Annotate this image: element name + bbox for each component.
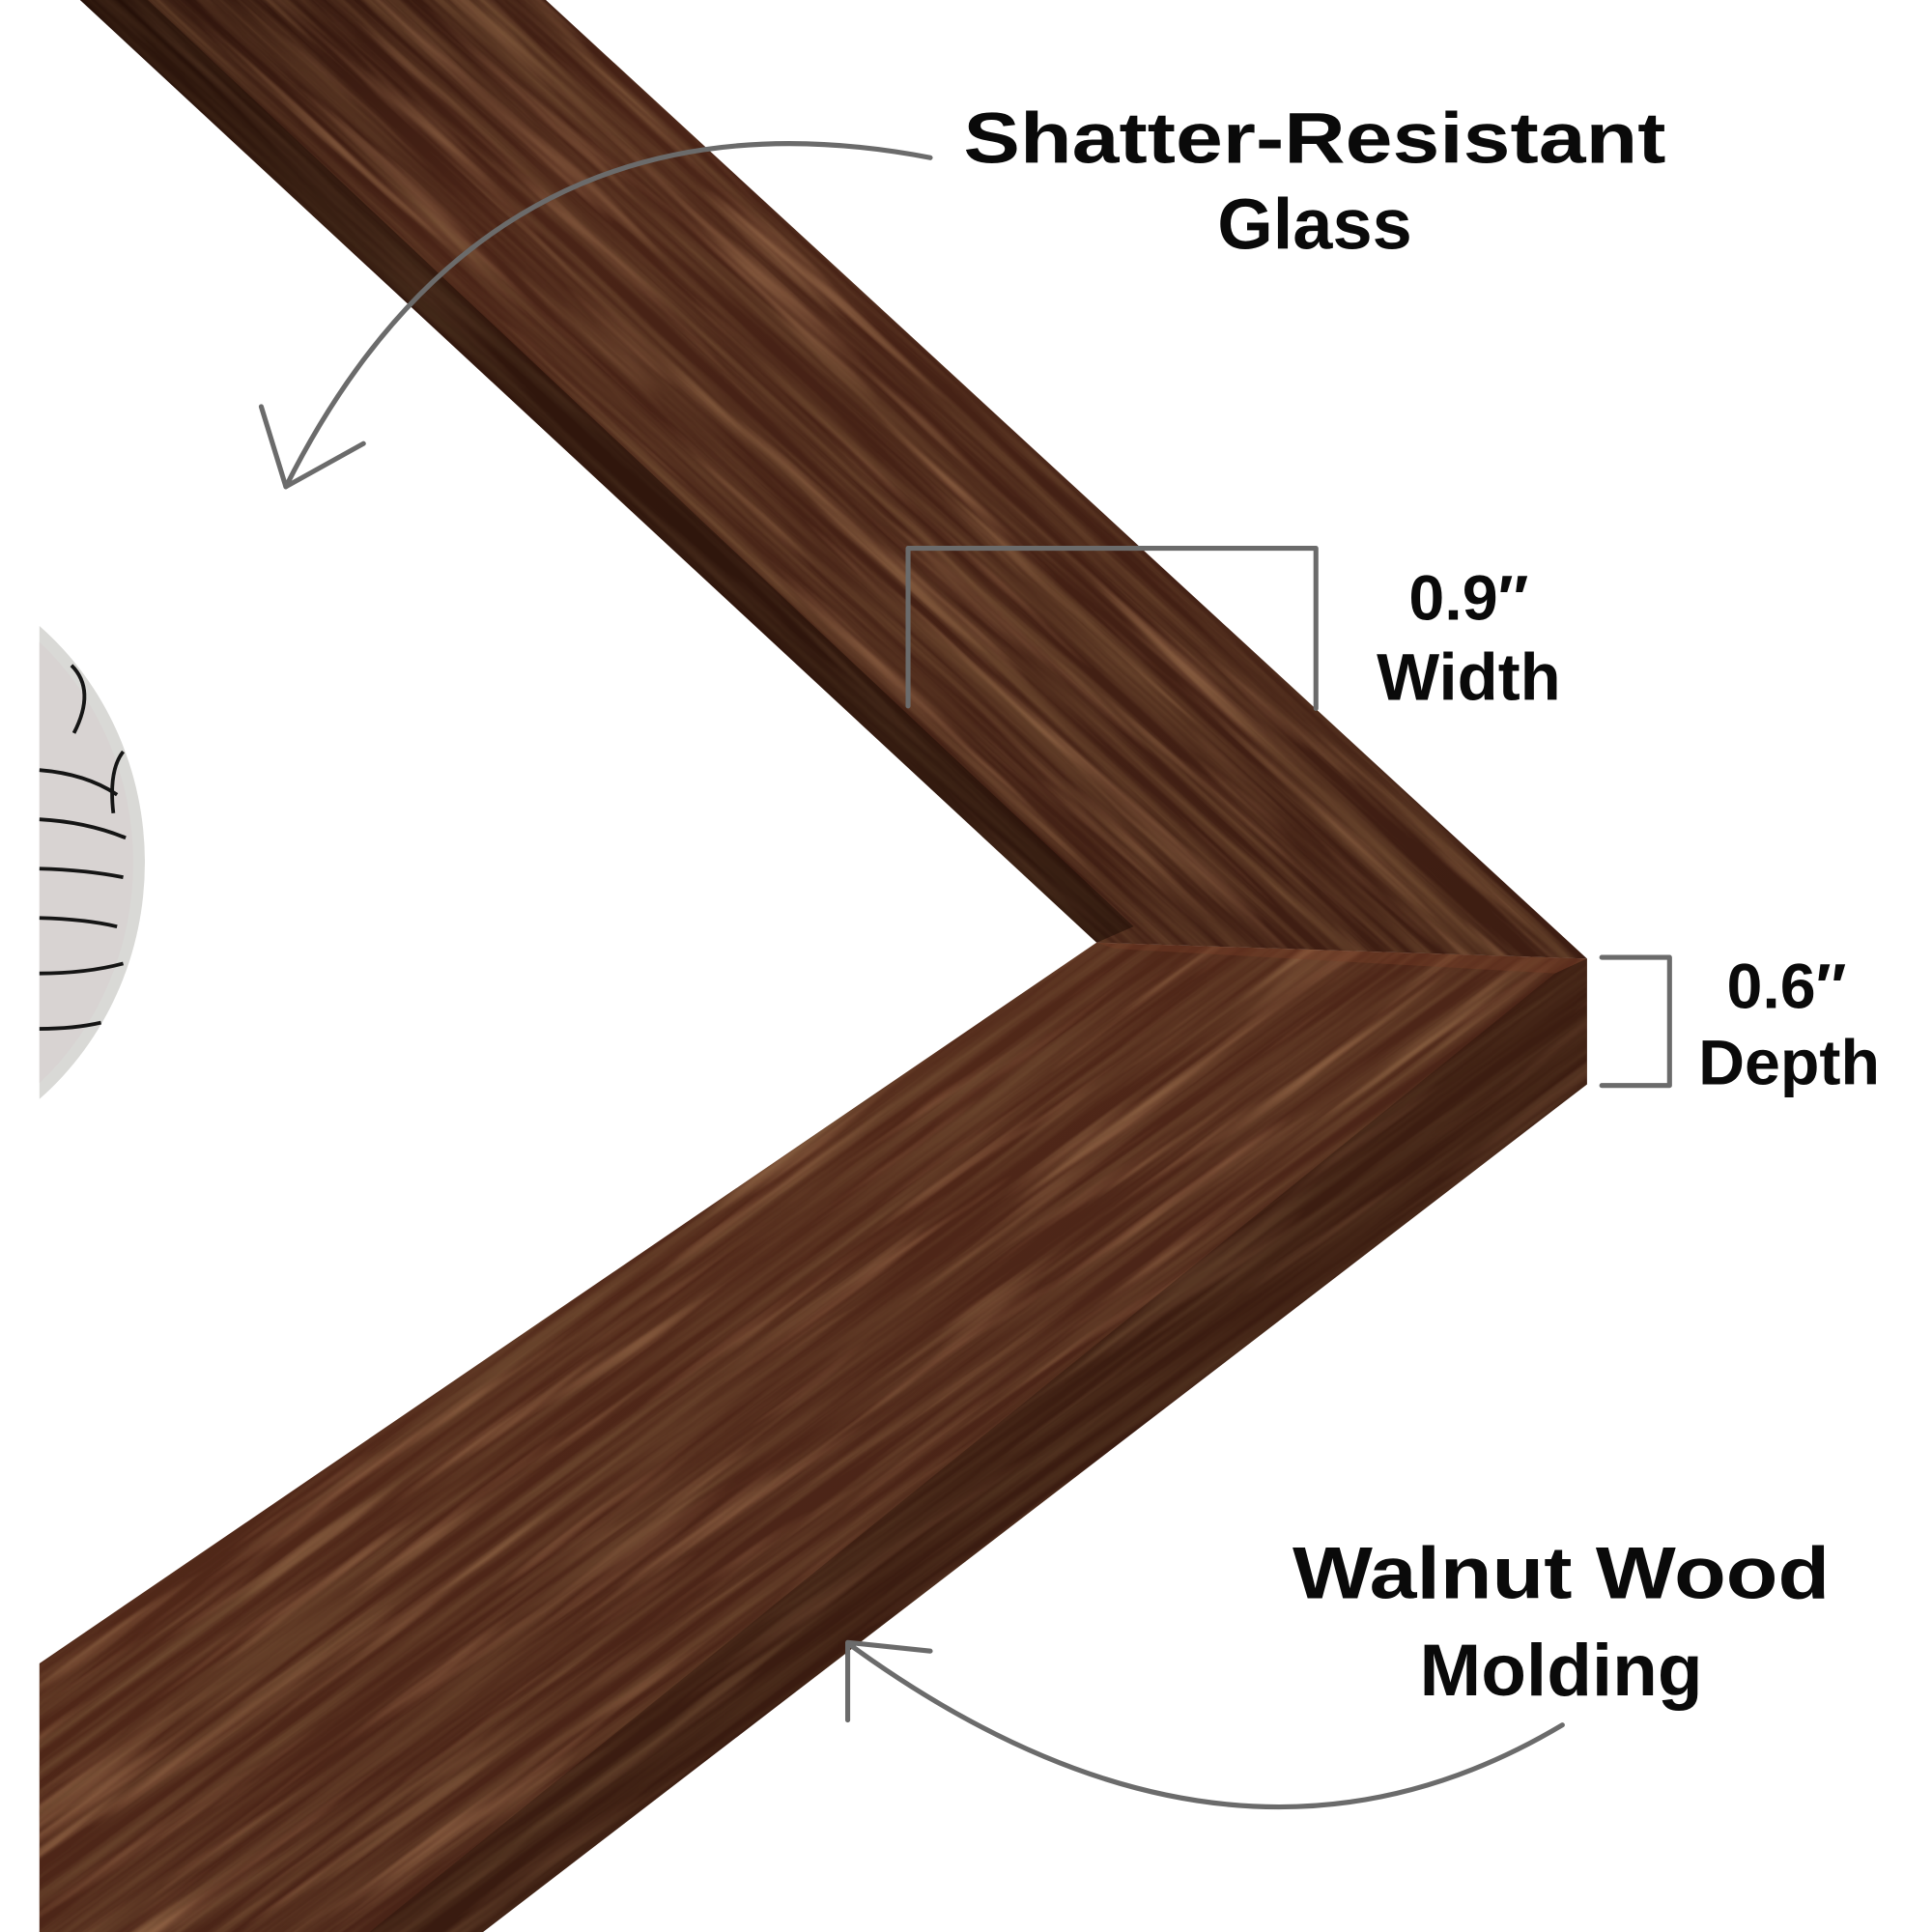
width-bracket-icon (905, 546, 1319, 711)
framed-photo (39, 625, 145, 1099)
frame-bottom-rail (39, 942, 1587, 1932)
frame-top-rail (79, 0, 1587, 959)
callout-glass-line2: Glass (1217, 185, 1411, 265)
callout-width: 0.9″ Width (1377, 563, 1561, 715)
depth-value: 0.6″ (1727, 951, 1847, 1022)
depth-bracket-icon (1599, 954, 1672, 1089)
curved-arrow-icon (258, 141, 933, 490)
callout-glass: Shatter-Resistant Glass (963, 98, 1665, 264)
callout-glass-line1: Shatter-Resistant (963, 98, 1665, 178)
callout-molding: Walnut Wood Molding (1293, 1532, 1830, 1712)
curved-arrow-icon (845, 1639, 1565, 1810)
width-label: Width (1377, 639, 1561, 714)
width-value: 0.9″ (1408, 563, 1528, 635)
callout-depth: 0.6″ Depth (1698, 951, 1880, 1098)
molding-line1: Walnut Wood (1293, 1532, 1830, 1614)
depth-label: Depth (1698, 1027, 1880, 1098)
molding-line2: Molding (1419, 1630, 1702, 1712)
